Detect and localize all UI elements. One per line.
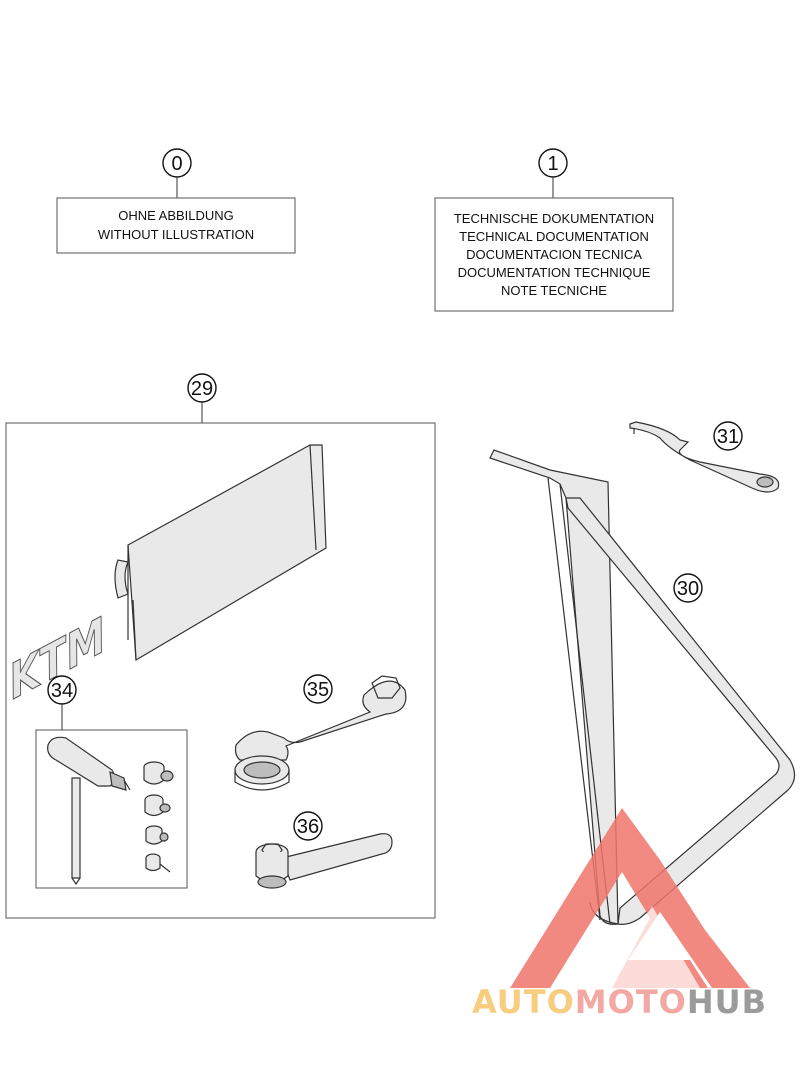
t-handle-driver-icon	[47, 736, 131, 886]
watermark-part-2: MOTO	[575, 983, 687, 1021]
bit-socket-2	[144, 794, 171, 817]
callout-1: 1	[538, 148, 568, 198]
bit-socket-4	[145, 853, 171, 873]
callout-29-number: 29	[191, 378, 213, 400]
callout-31: 31	[713, 421, 743, 451]
tech-doc-line-3: DOCUMENTACION TECNICA	[466, 247, 642, 262]
bit-socket-3	[145, 825, 169, 845]
callout-31-number: 31	[717, 426, 739, 448]
watermark-part-1: AUTO	[472, 983, 575, 1021]
callout-0-number: 0	[171, 153, 182, 175]
toolkit-frame	[5, 422, 436, 919]
watermark-triangle-icon	[510, 808, 750, 988]
callout-36-number: 36	[297, 816, 319, 838]
socket-wrench-icon	[255, 833, 393, 889]
watermark-inner-triangle	[600, 906, 700, 988]
tool-pouch-icon: KTM	[5, 444, 327, 711]
watermark-logo: AUTOMOTOHUB	[472, 808, 767, 1021]
callout-0: 0	[162, 148, 192, 198]
bit-set-frame	[35, 729, 188, 889]
callout-30: 30	[673, 573, 703, 603]
label-line-1: OHNE ABBILDUNG	[118, 208, 234, 223]
tech-doc-line-1: TECHNISCHE DOKUMENTATION	[454, 211, 654, 226]
watermark-part-3: HUB	[687, 983, 767, 1021]
tech-doc-line-2: TECHNICAL DOCUMENTATION	[459, 229, 649, 244]
label-box-technical-documentation: TECHNISCHE DOKUMENTATION TECHNICAL DOCUM…	[434, 197, 674, 312]
watermark-text: AUTOMOTOHUB	[472, 983, 767, 1021]
bit-sockets-icon	[143, 761, 174, 873]
callout-35-number: 35	[307, 679, 329, 701]
callout-34-number: 34	[51, 680, 73, 702]
label-box-no-illustration: OHNE ABBILDUNG WITHOUT ILLUSTRATION	[56, 197, 296, 254]
tech-doc-line-4: DOCUMENTATION TECHNIQUE	[458, 265, 651, 280]
callout-36: 36	[293, 811, 323, 841]
label-line-2: WITHOUT ILLUSTRATION	[98, 227, 254, 242]
bit-socket-1	[143, 761, 174, 785]
callout-35: 35	[303, 674, 333, 704]
callout-1-number: 1	[547, 153, 558, 175]
combination-spanner-icon	[234, 675, 407, 791]
callout-34: 34	[47, 675, 77, 730]
callout-29: 29	[187, 373, 217, 423]
tech-doc-line-5: NOTE TECNICHE	[501, 283, 607, 298]
hook-spanner-icon	[629, 421, 780, 493]
callout-30-number: 30	[677, 578, 699, 600]
